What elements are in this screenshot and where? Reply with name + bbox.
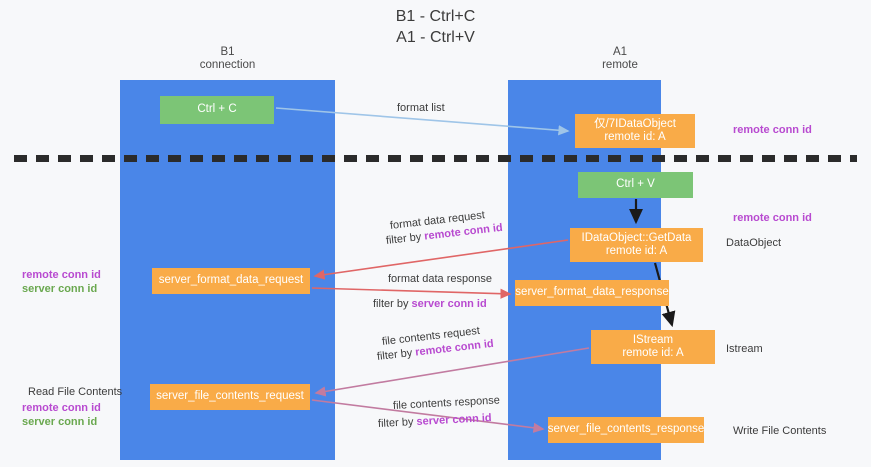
annotation-text: Istream [726,343,763,355]
annotation-text: DataObject [726,237,782,249]
filter-prefix: filter by [377,415,417,430]
annotation-right-write-file-contents: Write File Contents [733,424,826,438]
annotation-right-dataobject: DataObject [726,236,781,250]
edge-label-format-data-response-text: format data response [388,273,492,285]
wire-format-data-response [311,287,512,299]
annotation-right-remote-conn-id-top: remote conn id [733,123,812,137]
box-ctrl-c[interactable]: Ctrl + C [160,96,274,124]
lane-header-a1: A1 remote [545,46,695,72]
annotation-text: Read File Contents [28,386,123,398]
edge-label-format-list: format list [397,101,445,115]
title-line-1: B1 - Ctrl+C [395,8,476,25]
lane-header-b1: B1 connection [155,46,300,72]
edge-label-file-contents-response-filter: filter by server conn id [378,411,492,431]
box-server-file-contents-response[interactable]: server_file_contents_response [548,417,704,443]
box-ctrl-c-label: Ctrl + C [197,103,237,116]
filter-prefix: filter by [373,298,412,310]
edge-label-format-list-text: format list [397,102,445,114]
edge-label-format-data-response: format data response [388,272,492,286]
title-line-2: A1 - Ctrl+V [396,29,475,46]
box-idataobject[interactable]: 仅/7IDataObject remote id: A [575,114,695,148]
box-sfc-response-label: server_file_contents_response [547,423,705,436]
phase-divider [14,155,857,162]
lane-a1-name: A1 [612,46,628,58]
annotation-left-conn-ids-top: remote conn id server conn id [22,268,101,296]
edge-label-file-contents-response: file contents response [393,393,501,413]
box-sfc-request-label: server_file_contents_request [156,390,304,403]
box-getdata-label: IDataObject::GetData [581,231,692,244]
box-sfd-request-label: server_format_data_request [158,274,304,287]
annotation-remote-conn-id: remote conn id [22,402,101,414]
box-server-format-data-response[interactable]: server_format_data_response [515,280,669,306]
box-ctrl-v-label: Ctrl + V [616,178,655,191]
edge-label-file-contents-response-text: file contents response [392,394,501,412]
edge-label-format-data-response-filter: filter by server conn id [373,297,487,311]
filter-key-server-conn-id: server conn id [416,412,492,428]
box-server-format-data-request[interactable]: server_format_data_request [152,268,310,294]
lane-a1-subtitle: remote [602,59,638,71]
box-istream-label: IStream [632,333,674,346]
annotation-text: remote conn id [733,212,812,224]
filter-prefix: filter by [385,230,425,247]
annotation-left-read-file-contents: Read File Contents [28,385,122,399]
box-sfd-response-label: server_format_data_response [515,286,669,299]
box-server-file-contents-request[interactable]: server_file_contents_request [150,384,310,410]
page-title: B1 - Ctrl+C A1 - Ctrl+V [0,6,871,48]
lane-b1-name: B1 [220,46,235,58]
box-istream[interactable]: IStream remote id: A [591,330,715,364]
lane-b1-subtitle: connection [199,59,256,71]
filter-key-server-conn-id: server conn id [411,298,487,310]
box-getdata-sub: remote id: A [605,245,668,257]
filter-prefix: filter by [376,346,416,363]
annotation-text: remote conn id [733,124,812,136]
annotation-left-conn-ids-bottom: remote conn id server conn id [22,401,101,429]
annotation-right-remote-conn-id-mid: remote conn id [733,211,812,225]
box-istream-sub: remote id: A [622,347,684,359]
annotation-remote-conn-id: remote conn id [22,269,101,281]
annotation-server-conn-id: server conn id [22,416,98,428]
box-idataobject-getdata[interactable]: IDataObject::GetData remote id: A [570,228,703,262]
annotation-server-conn-id: server conn id [22,283,98,295]
box-idataobject-sub: remote id: A [604,131,666,143]
box-ctrl-v[interactable]: Ctrl + V [578,172,693,198]
box-idataobject-label: 仅/7IDataObject [594,117,676,130]
annotation-right-istream: Istream [726,342,763,356]
annotation-text: Write File Contents [733,425,827,437]
